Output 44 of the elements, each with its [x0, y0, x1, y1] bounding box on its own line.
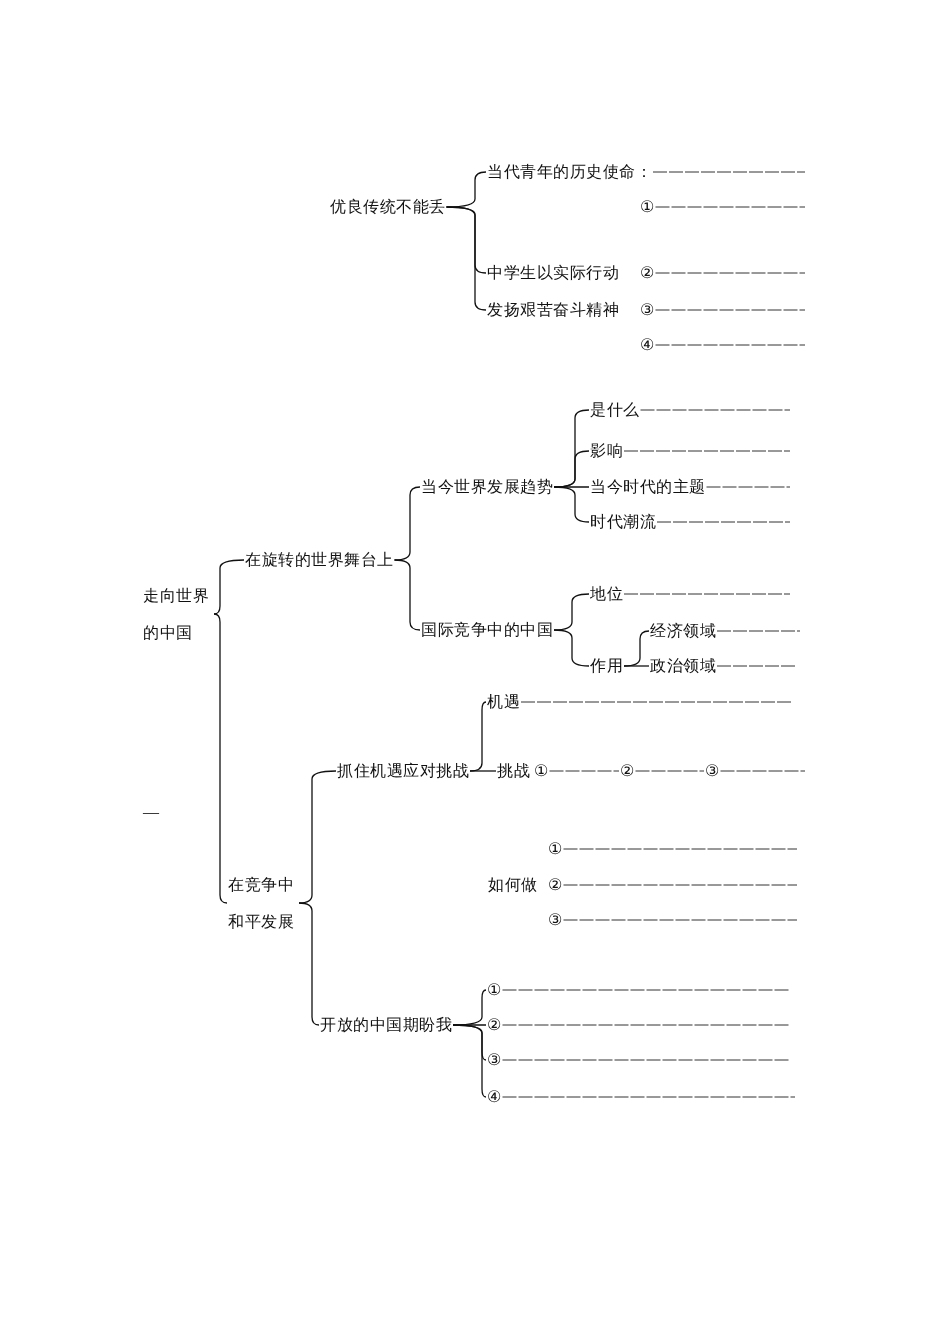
topic-label: 优良传统不能丢: [330, 197, 446, 217]
topic-label: 在旋转的世界舞台上: [245, 550, 394, 570]
topic-label: 中学生以实际行动: [487, 263, 619, 283]
list-number: ①: [548, 839, 563, 859]
topic-label: 开放的中国期盼我: [320, 1015, 452, 1035]
topic-label: 走向世界的中国: [143, 577, 213, 651]
topic-label: 在竞争中和平发展: [228, 866, 298, 940]
brace: [452, 1024, 487, 1098]
topic-label: 作用: [590, 656, 623, 676]
topic-label: 政治领域: [650, 656, 716, 676]
list-number: ③: [487, 1050, 502, 1070]
topic-label: 当今时代的主题: [590, 477, 706, 497]
list-number: ③: [640, 300, 655, 320]
brace: [298, 902, 320, 1026]
list-number: ①: [534, 761, 549, 781]
list-number: ②: [640, 263, 655, 283]
topic-label: 如何做: [488, 875, 538, 895]
list-number: ④: [487, 1087, 502, 1107]
topic-label: 是什么: [590, 400, 640, 420]
list-number: ③: [705, 761, 720, 781]
brace: [623, 665, 650, 667]
brace: [553, 486, 590, 523]
dash-text: —: [143, 802, 160, 822]
list-number: ②: [548, 875, 563, 895]
topic-label: 地位: [590, 584, 623, 604]
topic-label: 影响: [590, 441, 623, 461]
topic-label: 国际竞争中的中国: [421, 620, 553, 640]
list-number: ④: [640, 335, 655, 355]
topic-label: 时代潮流: [590, 512, 656, 532]
list-number: ③: [548, 910, 563, 930]
topic-label: 经济领域: [650, 621, 716, 641]
list-number: ①: [487, 980, 502, 1000]
topic-label: 当今世界发展趋势: [421, 477, 553, 497]
brace: [213, 559, 245, 615]
brace: [213, 613, 228, 904]
list-number: ②: [620, 761, 635, 781]
list-number: ②: [487, 1015, 502, 1035]
topic-label: 机遇: [487, 692, 520, 712]
topic-label: 抓住机遇应对挑战: [337, 761, 469, 781]
topic-label: 挑战: [497, 761, 530, 781]
topic-label: 当代青年的历史使命：: [487, 162, 652, 182]
topic-label: 发扬艰苦奋斗精神: [487, 300, 619, 320]
brace: [469, 770, 497, 772]
list-number: ①: [640, 197, 655, 217]
